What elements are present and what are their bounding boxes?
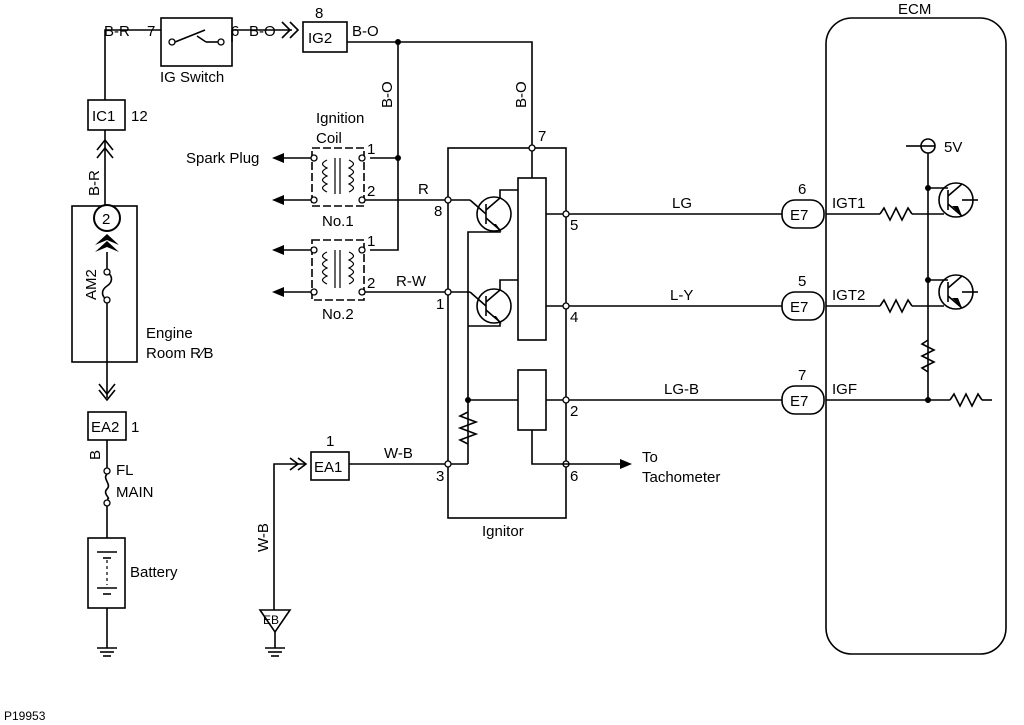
pin-label: 2 <box>570 403 578 420</box>
wire-color-label: B-R <box>86 170 103 196</box>
wire-color-label: LG-B <box>664 381 699 398</box>
wire-color-label: B-O <box>352 23 379 40</box>
power-supply-branch: B-R 7 IG Switch 6 B-O IG2 8 B-O IC1 <box>71 5 533 657</box>
pin-label: 8 <box>315 5 323 22</box>
pin-label: 2 <box>367 183 375 200</box>
ig-switch: IG Switch <box>160 17 233 86</box>
pin-label: 4 <box>570 309 578 326</box>
pin-label: 3 <box>436 468 444 485</box>
coil-no2-label: No.2 <box>322 306 354 323</box>
engine-room-label: Engine <box>146 325 193 342</box>
5v-label: 5V <box>944 139 962 156</box>
am2-fuse-label: AM2 <box>83 269 100 300</box>
tachometer-label: To <box>642 449 658 466</box>
pin-label: 1 <box>367 233 375 250</box>
pin-label: 7 <box>538 128 546 145</box>
ground-icon <box>97 647 117 657</box>
pin-label: 12 <box>131 108 148 125</box>
connector-e7-label: E7 <box>790 393 808 410</box>
battery <box>87 537 126 609</box>
engine-room-relay-block: 2 AM2 <box>71 204 138 363</box>
wire-color-label: LG <box>672 195 692 212</box>
tachometer-label: Tachometer <box>642 469 720 486</box>
pin-label: 6 <box>798 181 806 198</box>
connector-ea2 <box>87 411 127 441</box>
ignition-coil-label: Coil <box>316 130 342 147</box>
wire-color-label: B-O <box>249 23 276 40</box>
pin-label: 7 <box>147 23 155 40</box>
spark-plug-label: Spark Plug <box>186 150 259 167</box>
fl-main-label: MAIN <box>116 484 154 501</box>
pin-label: 8 <box>434 203 442 220</box>
igf-label: IGF <box>832 381 857 398</box>
igt1-label: IGT1 <box>832 195 865 212</box>
connector-ig2-label: IG2 <box>308 30 332 47</box>
fl-main-label: FL <box>116 462 134 479</box>
pin-label: 1 <box>436 296 444 313</box>
pin-label: 7 <box>798 367 806 384</box>
connector-ic1-label: IC1 <box>92 108 115 125</box>
ecm-label: ECM <box>898 1 931 18</box>
ground-icon <box>265 647 285 657</box>
coil-no1 <box>310 147 366 207</box>
rb-fuse-number: 2 <box>102 211 110 228</box>
pin-label: 6 <box>570 468 578 485</box>
ignitor-label: Ignitor <box>482 523 524 540</box>
connector-ig2 <box>302 21 348 53</box>
ground-path-ea1: W-B EA1 1 W-B EB <box>255 433 445 657</box>
ignition-coils: Ignition Coil B-O No.1 1 2 Spark Plug R <box>186 42 446 323</box>
connector-ic1 <box>87 99 126 131</box>
connector-e7 <box>781 385 825 415</box>
ecm-module: ECM 5V IGT1 IGT2 <box>825 1 1007 655</box>
pin-label: 2 <box>367 275 375 292</box>
pin-label: 6 <box>231 23 239 40</box>
wire-color-label: R-W <box>396 273 427 290</box>
wire-color-label: B-R <box>104 23 130 40</box>
connector-ea1 <box>310 451 350 481</box>
connector-ea1-label: EA1 <box>314 459 342 476</box>
ignition-coil-label: Ignition <box>316 110 364 127</box>
ignitor: Ignitor B-O 7 8 1 5 <box>434 81 632 540</box>
connector-e7 <box>781 199 825 229</box>
igt2-label: IGT2 <box>832 287 865 304</box>
wire-color-label: W-B <box>255 523 272 552</box>
ecm-signal-wires: LG L-Y LG-B E7 6 E7 5 E7 7 <box>569 181 825 415</box>
connector-e7-label: E7 <box>790 207 808 224</box>
pin-label: 1 <box>326 433 334 450</box>
coil-no2 <box>310 239 366 301</box>
wire-color-label: B-O <box>379 81 396 108</box>
ig-switch-label: IG Switch <box>160 69 224 86</box>
connector-e7 <box>781 291 825 321</box>
battery-label: Battery <box>130 564 178 581</box>
connector-ea2-label: EA2 <box>91 419 119 436</box>
engine-room-label: Room R∕B <box>146 345 214 362</box>
wire-color-label: B <box>87 450 104 460</box>
wire-color-label: B-O <box>513 81 530 108</box>
fl-main-fusible-link <box>103 467 111 507</box>
connector-eb-label: EB <box>263 613 279 627</box>
figure-id: P19953 <box>4 709 46 723</box>
pin-label: 5 <box>570 217 578 234</box>
wire-color-label: W-B <box>384 445 413 462</box>
connector-e7-label: E7 <box>790 299 808 316</box>
pin-label: 1 <box>367 141 375 158</box>
pin-label: 5 <box>798 273 806 290</box>
pin-label: 1 <box>131 419 139 436</box>
wire-color-label: L-Y <box>670 287 693 304</box>
coil-no1-label: No.1 <box>322 213 354 230</box>
wire-color-label: R <box>418 181 429 198</box>
